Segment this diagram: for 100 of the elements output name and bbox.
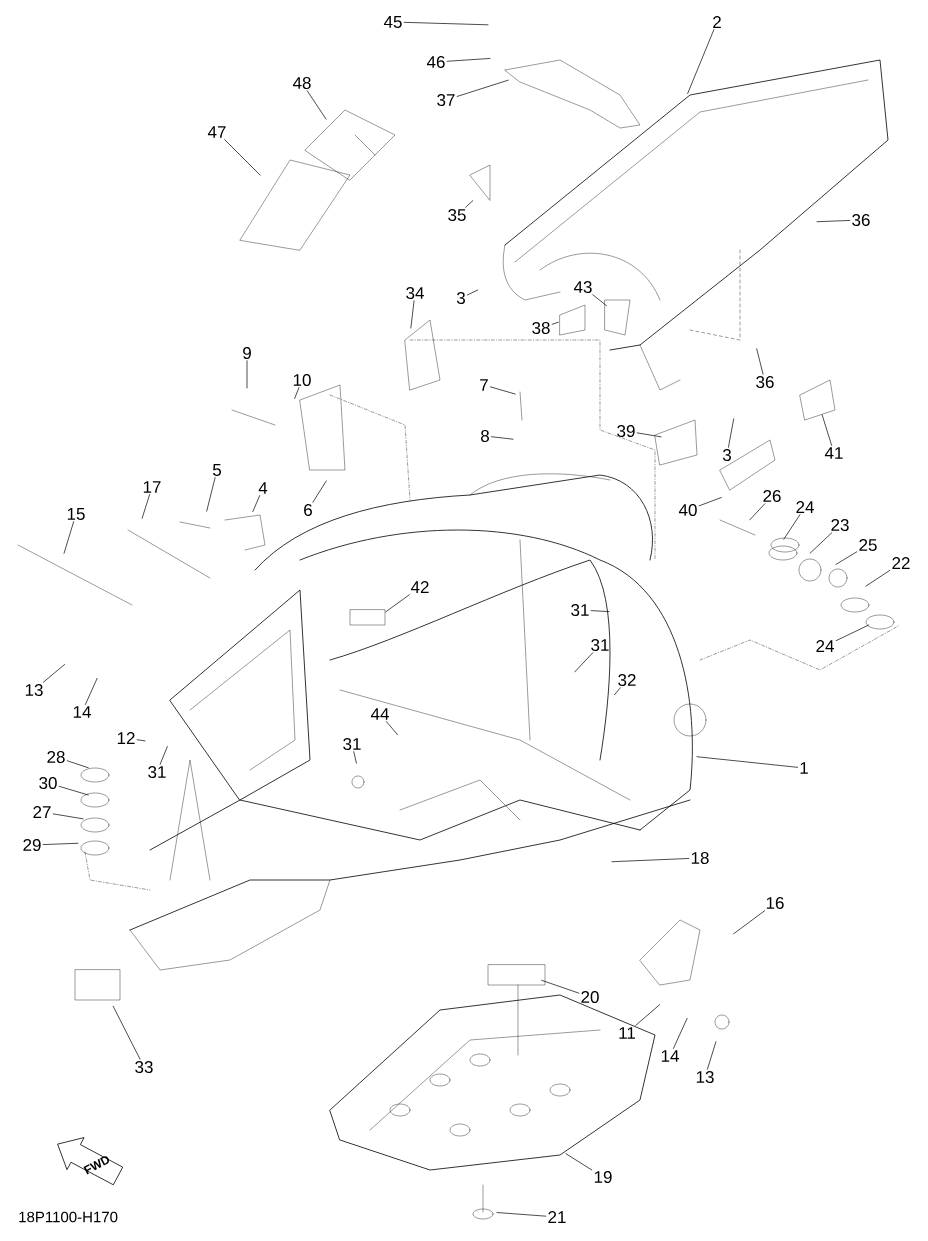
callout-number: 9 <box>243 347 251 360</box>
leader-line <box>52 813 84 820</box>
leader-line <box>112 1005 141 1060</box>
leader-line <box>386 721 398 735</box>
leader-line <box>66 760 89 769</box>
callout-number: 47 <box>207 126 226 138</box>
leader-line <box>224 139 261 176</box>
callout-number: 43 <box>573 281 592 294</box>
leader-line <box>821 414 832 446</box>
leader-line <box>456 79 509 97</box>
leader-line <box>136 739 146 742</box>
callout-number: 45 <box>383 16 402 28</box>
leader-line <box>756 348 764 375</box>
callout-number: 8 <box>481 430 489 443</box>
callout-number: 13 <box>696 1071 714 1084</box>
callout-number: 31 <box>591 639 609 652</box>
leader-line <box>410 300 415 329</box>
leader-line <box>728 418 735 448</box>
leader-line <box>687 29 715 94</box>
callout-number: 48 <box>292 77 311 90</box>
leader-line <box>707 1041 717 1070</box>
leader-line <box>58 786 89 796</box>
callout-number: 44 <box>370 708 389 720</box>
leader-line <box>385 594 410 613</box>
leader-line <box>698 497 722 507</box>
callout-number: 32 <box>618 674 636 687</box>
leader-line <box>783 514 801 540</box>
callout-number: 13 <box>25 684 43 697</box>
callout-number: 3 <box>456 292 465 305</box>
leader-line <box>467 289 479 296</box>
leader-line <box>496 1212 547 1217</box>
callout-number: 7 <box>480 379 488 391</box>
leader-line <box>673 1018 688 1049</box>
callout-number: 2 <box>713 16 721 28</box>
callout-number: 31 <box>343 738 361 751</box>
leader-line <box>835 551 858 565</box>
drawing-code: 18P1100-H170 <box>19 1211 118 1223</box>
leader-line <box>865 570 891 587</box>
leader-line <box>465 200 474 208</box>
callout-number: 28 <box>47 751 65 764</box>
leader-line <box>246 360 248 389</box>
callout-number: 14 <box>661 1050 679 1062</box>
leader-line <box>42 842 79 845</box>
leader-line <box>294 387 300 399</box>
callout-number: 16 <box>766 897 784 910</box>
leader-line <box>42 664 65 683</box>
callout-number: 36 <box>852 214 870 227</box>
callout-number: 5 <box>212 464 221 476</box>
callout-number: 25 <box>859 539 877 552</box>
leader-line <box>636 432 662 438</box>
leader-line <box>353 751 357 764</box>
leader-line <box>63 521 75 554</box>
leader-line <box>490 386 516 395</box>
callout-number: 36 <box>756 376 774 389</box>
leader-line <box>816 220 851 223</box>
leader-line <box>590 610 610 612</box>
callout-number: 34 <box>406 287 424 300</box>
callout-number: 40 <box>678 504 697 517</box>
leader-line <box>252 495 261 512</box>
callout-number: 42 <box>410 581 429 593</box>
leader-line <box>159 746 168 765</box>
callout-number: 22 <box>892 557 910 569</box>
leader-line <box>403 22 489 26</box>
callout-number: 1 <box>800 762 808 774</box>
leader-line <box>574 652 594 673</box>
callout-number: 31 <box>571 604 589 617</box>
leader-line <box>141 494 150 519</box>
callout-number: 18 <box>691 852 709 865</box>
callout-number: 15 <box>67 508 85 520</box>
leader-line <box>749 503 766 521</box>
leader-line <box>551 321 559 325</box>
leader-line <box>85 678 98 705</box>
callout-number: 30 <box>39 777 57 790</box>
callout-number: 10 <box>293 374 311 387</box>
callout-number: 24 <box>816 640 834 652</box>
callout-number: 14 <box>73 706 91 718</box>
callout-number: 26 <box>763 490 781 503</box>
leader-line <box>565 1153 593 1171</box>
leader-line <box>696 756 798 768</box>
leader-line <box>306 90 327 120</box>
leader-line <box>491 436 514 440</box>
callout-number: 4 <box>258 482 268 494</box>
callout-number: 35 <box>448 209 466 222</box>
callout-number: 39 <box>617 425 635 438</box>
leader-line <box>635 1004 661 1026</box>
leader-line <box>592 294 607 306</box>
callout-number: 31 <box>148 766 166 779</box>
callout-number: 37 <box>437 94 455 107</box>
callout-number: 23 <box>831 519 849 532</box>
callout-number: 6 <box>304 504 312 517</box>
callout-number: 21 <box>548 1211 566 1223</box>
leader-line <box>541 979 580 994</box>
leader-line <box>614 687 621 695</box>
callout-number: 3 <box>722 449 731 462</box>
leader-line <box>611 858 690 863</box>
leader-line <box>206 477 216 512</box>
callout-number: 19 <box>594 1171 612 1184</box>
callout-number: 46 <box>426 56 445 69</box>
leader-line <box>835 624 870 641</box>
callout-number: 27 <box>33 806 51 818</box>
